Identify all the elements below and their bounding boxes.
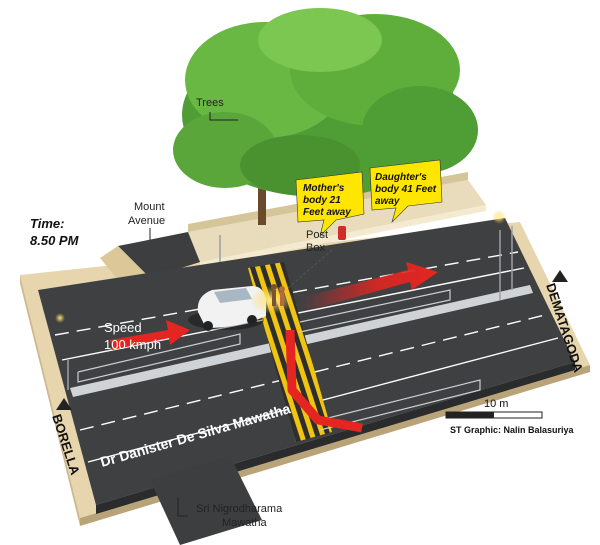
- car: [188, 286, 266, 331]
- trees-label: Trees: [196, 97, 224, 109]
- post-box-line1: Post: [306, 229, 328, 241]
- railings: [77, 289, 481, 431]
- time-label: Time:: [30, 216, 64, 231]
- mother-line3: Feet away: [303, 207, 351, 218]
- post-box-marker: [287, 226, 346, 289]
- lamp-glow: [55, 313, 65, 323]
- speed-arrows: [110, 262, 438, 433]
- daughter-callout: [369, 159, 443, 224]
- side-road-line1: Sri Nigrodharama: [196, 503, 283, 515]
- side-road-line2: Mawatha: [222, 517, 268, 529]
- daughter-line3: away: [375, 196, 400, 207]
- credit-label: ST Graphic: Nalin Balasuriya: [450, 425, 575, 435]
- pedestrians: [271, 284, 285, 306]
- tree-canopy: [173, 8, 478, 225]
- side-road: [150, 456, 262, 545]
- mother-line2: body 21: [303, 195, 341, 206]
- lamp-glow: [492, 210, 506, 224]
- daughter-line2: body 41 Feet: [375, 184, 437, 195]
- borella-arrow-icon: [56, 398, 72, 410]
- post-box-line2: Box: [306, 242, 325, 254]
- time-value: 8.50 PM: [30, 233, 80, 248]
- speed-line2: 100 kmph: [104, 337, 161, 352]
- scale-label: 10 m: [484, 398, 508, 410]
- scale-bar: [445, 411, 543, 419]
- mount-avenue-line1: Mount: [134, 201, 165, 213]
- mount-avenue-line2: Avenue: [128, 215, 165, 227]
- speed-line1: Speed: [104, 320, 142, 335]
- mother-callout: [295, 171, 365, 237]
- dematagoda-arrow-icon: [552, 270, 568, 282]
- daughter-line1: Daughter's: [375, 172, 427, 183]
- leader-lines: [149, 112, 238, 517]
- street-lamps: [67, 226, 513, 390]
- mother-line1: Mother's: [303, 183, 345, 194]
